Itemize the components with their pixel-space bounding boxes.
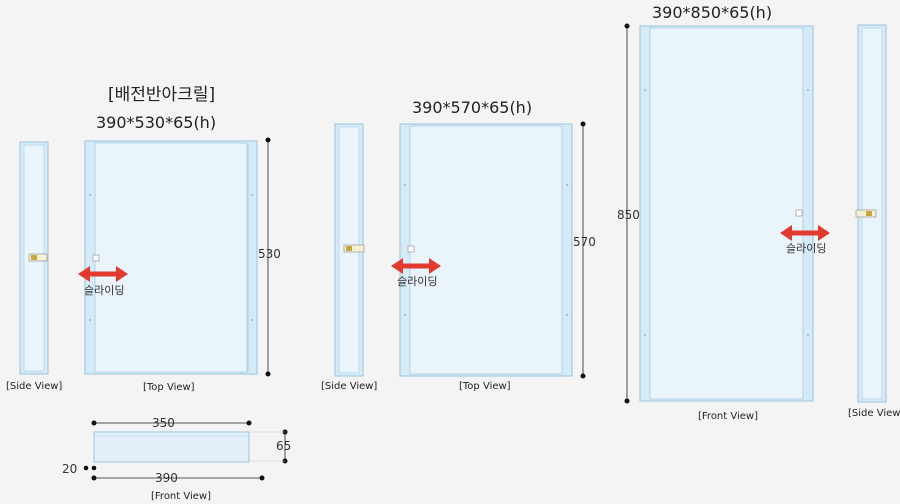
lock-icon xyxy=(343,244,365,253)
unit2-height-dimension xyxy=(580,121,586,379)
unit3-height-value: 850 xyxy=(617,208,640,222)
unit2-top-view xyxy=(399,123,573,377)
unit3-sliding-label: 슬라이딩 xyxy=(786,242,826,255)
unit1-side-view xyxy=(19,141,49,375)
unit1-front-height: 65 xyxy=(276,439,291,453)
unit2-sliding-label: 슬라이딩 xyxy=(397,275,437,288)
unit2-top-view-label: [Top View] xyxy=(459,381,511,392)
unit3-height-dimension xyxy=(624,23,630,404)
lock-icon xyxy=(28,253,48,262)
unit1-front-view xyxy=(83,420,288,481)
unit1-side-view-label: [Side View] xyxy=(6,381,62,392)
unit1-top-view-label: [Top View] xyxy=(143,382,195,393)
unit1-sliding-label: 슬라이딩 xyxy=(84,284,124,297)
unit1-height-value: 530 xyxy=(258,247,281,261)
unit3-sliding-arrow-icon xyxy=(780,225,830,241)
unit1-sliding-arrow-icon xyxy=(78,266,128,282)
unit2-side-view xyxy=(334,123,365,377)
unit3-front-view-label: [Front View] xyxy=(698,411,758,422)
unit1-front-view-label: [Front View] xyxy=(151,491,211,502)
unit1-height-dimension xyxy=(265,137,271,377)
unit3-front-view xyxy=(639,25,814,402)
unit1-category-title: [배전반아크릴] xyxy=(108,85,215,105)
unit1-top-view xyxy=(84,140,258,375)
unit3-size-label: 390*850*65(h) xyxy=(652,3,772,22)
unit2-side-view-label: [Side View] xyxy=(321,381,377,392)
unit1-front-width-outer: 390 xyxy=(155,471,178,485)
unit1-front-width-inner: 350 xyxy=(152,416,175,430)
unit1-size-label: 390*530*65(h) xyxy=(96,113,216,132)
unit1-front-offset: 20 xyxy=(62,462,77,476)
unit2-height-value: 570 xyxy=(573,235,596,249)
unit3-side-view xyxy=(855,24,887,403)
unit2-size-label: 390*570*65(h) xyxy=(412,98,532,117)
unit3-side-view-label: [Side View] xyxy=(848,408,900,419)
unit2-sliding-arrow-icon xyxy=(391,258,441,274)
